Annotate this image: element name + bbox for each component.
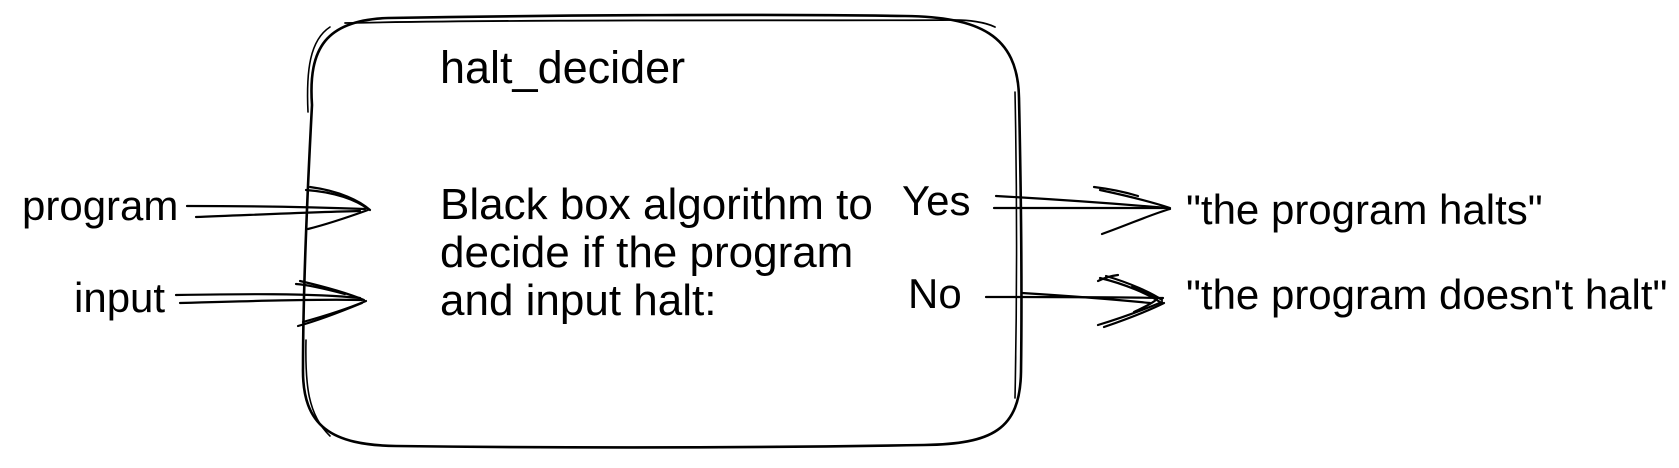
decider-box-outline (301, 13, 1023, 449)
box-description-line-2: decide if the program (440, 228, 854, 277)
output-text-program-halts: "the program halts" (1186, 186, 1543, 233)
input-label-program: program (22, 182, 179, 229)
box-description-line-1: Black box algorithm to (440, 180, 873, 229)
program-arrow (185, 185, 372, 231)
decision-label-no: No (908, 270, 962, 317)
no-arrow (984, 273, 1166, 329)
yes-arrow (992, 185, 1172, 236)
box-description: Black box algorithm to decide if the pro… (440, 181, 873, 325)
input-label-input: input (74, 274, 166, 321)
output-text-program-doesnt-halt: "the program doesn't halt" (1186, 271, 1668, 318)
box-title: halt_decider (440, 42, 686, 93)
input-arrow (174, 279, 368, 328)
decision-label-yes: Yes (902, 177, 971, 224)
box-description-line-3: and input halt: (440, 276, 717, 325)
